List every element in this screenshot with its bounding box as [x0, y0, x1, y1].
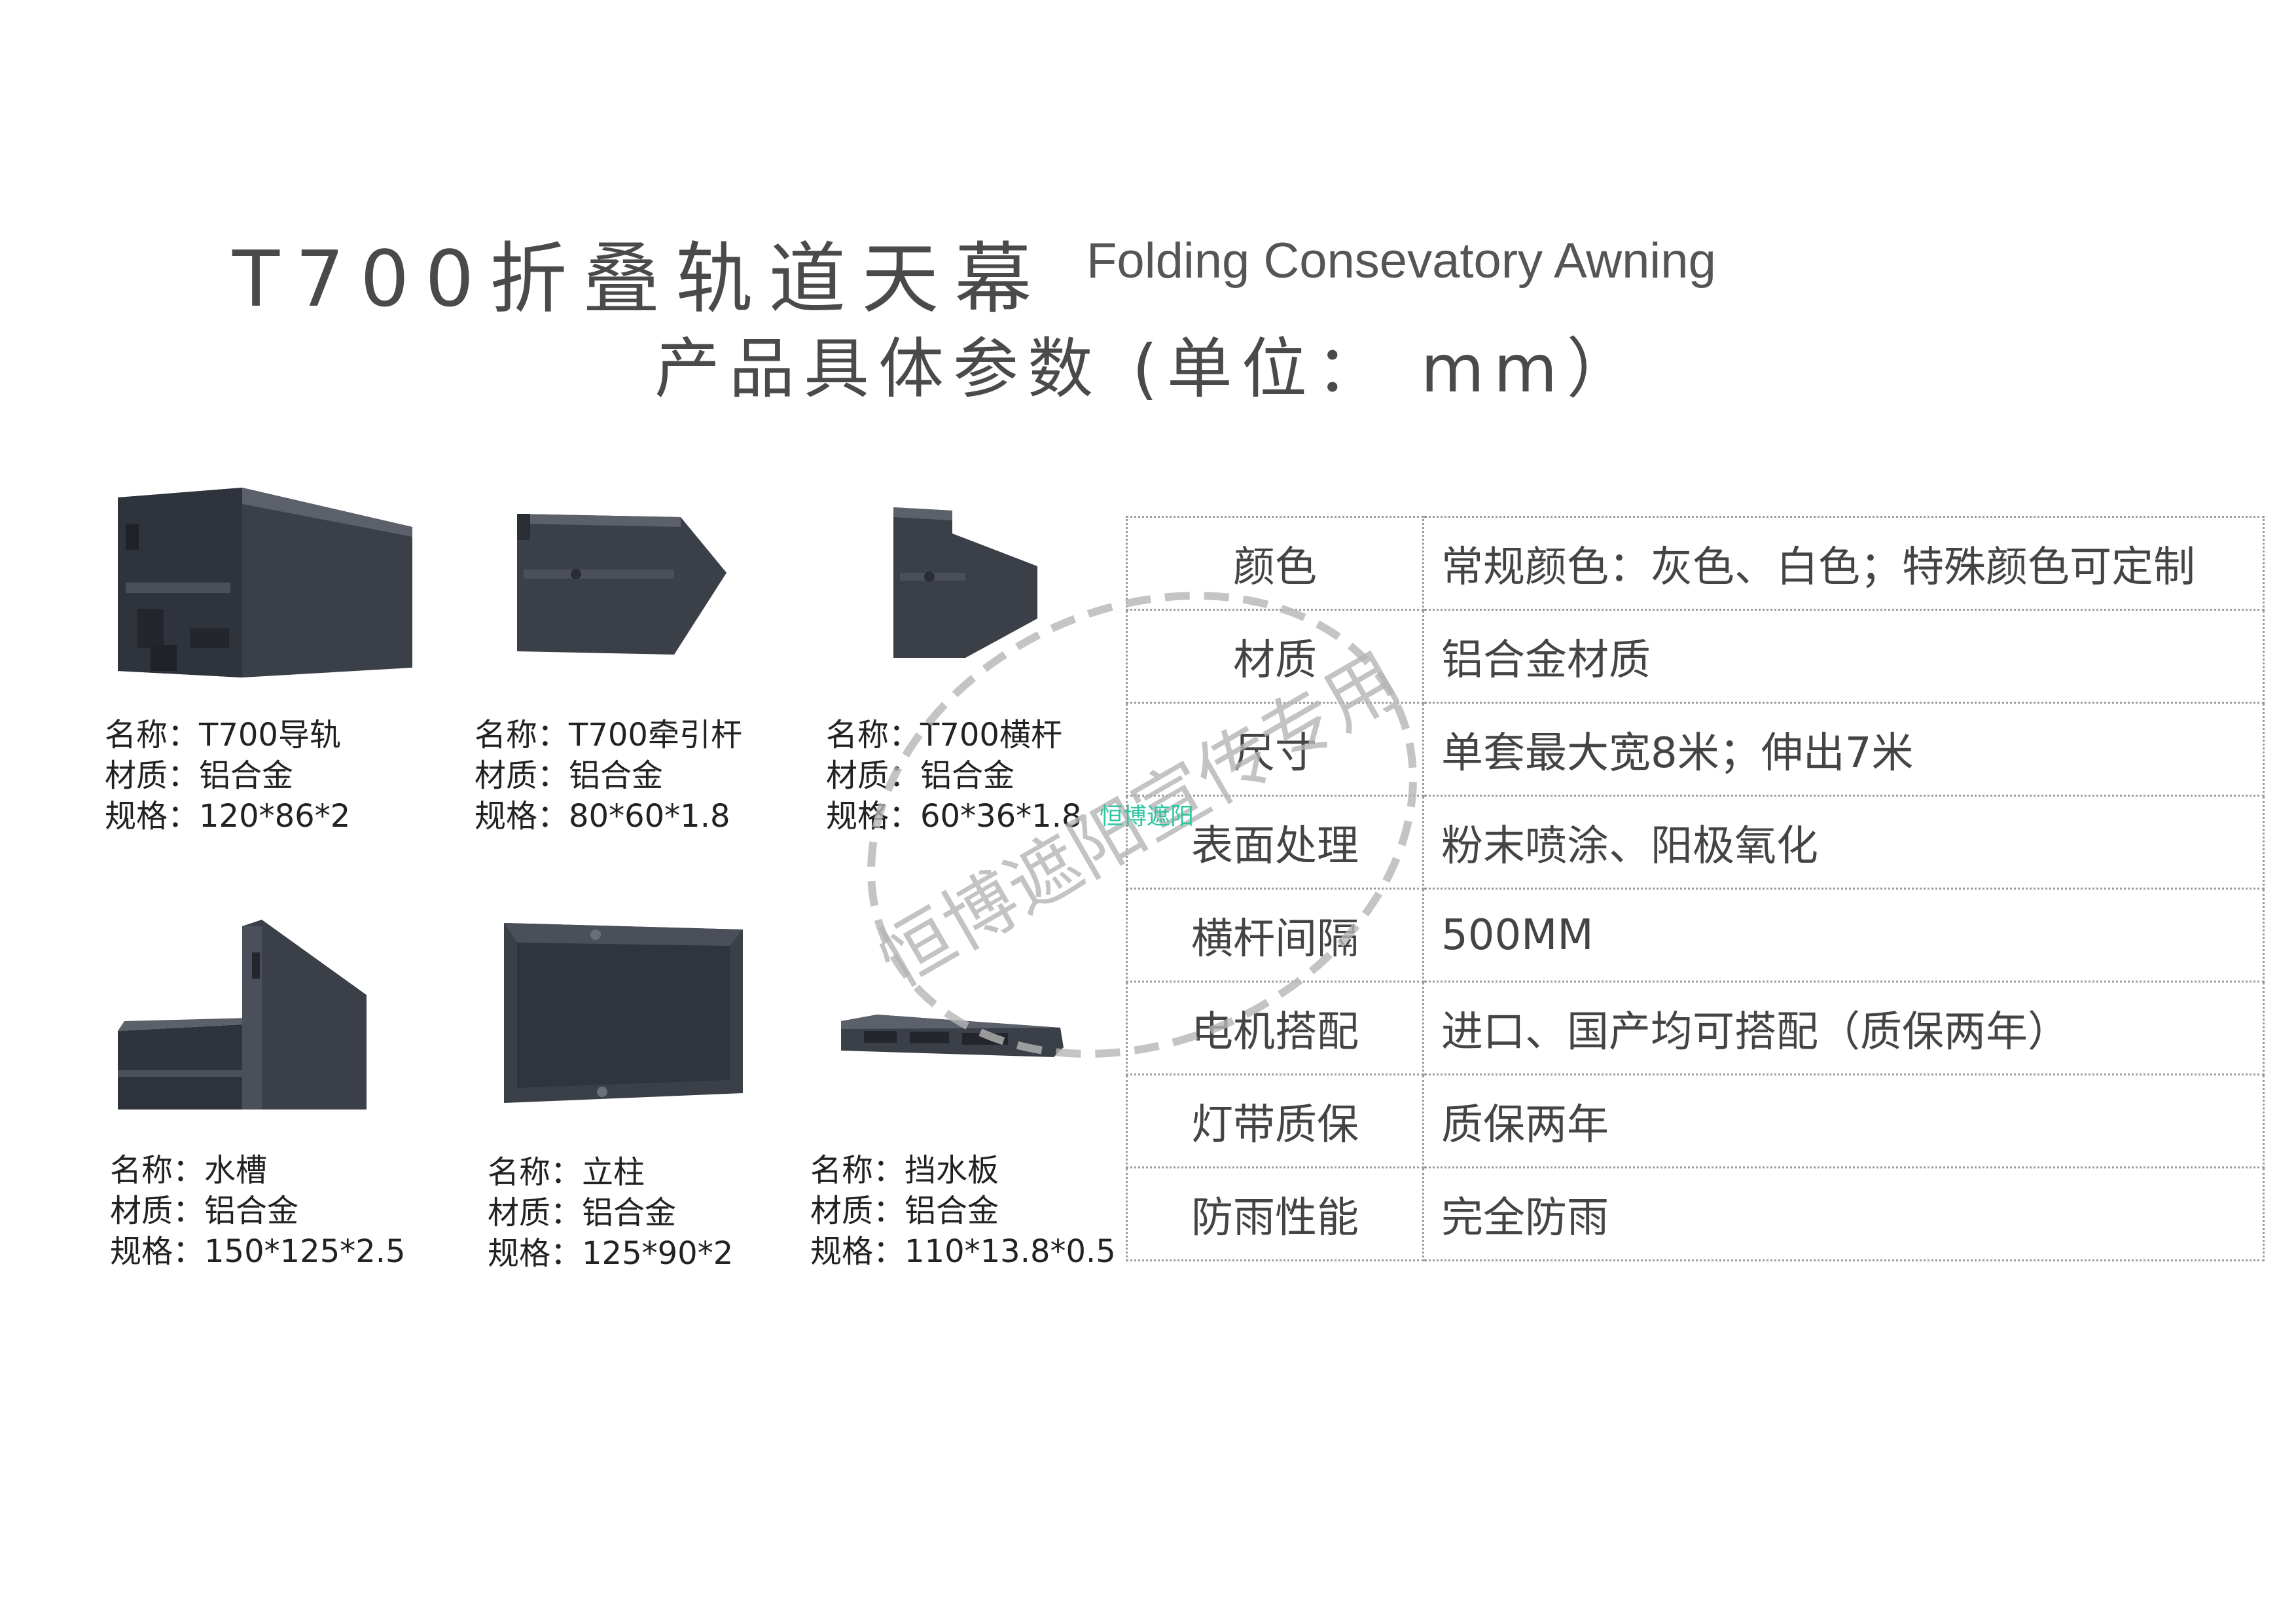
- spec-key: 防雨性能: [1126, 1166, 1424, 1261]
- watermark-badge: 恒博遮阳: [1100, 803, 1194, 830]
- spec-key: 电机搭配: [1126, 981, 1424, 1075]
- spec-value: 常规颜色：灰色、白色；特殊颜色可定制: [1422, 516, 2265, 611]
- product-material: 材质：铝合金: [105, 757, 294, 794]
- product-spec: 规格：60*36*1.8: [826, 798, 1082, 835]
- product-name: 名称：水槽: [110, 1152, 268, 1189]
- spec-value: 完全防雨: [1422, 1166, 2265, 1261]
- subtitle: 产品具体参数 (单位： mm）: [655, 331, 1641, 407]
- product-material: 材质：铝合金: [826, 757, 1015, 794]
- table-row: 灯带质保 质保两年: [1126, 1074, 2265, 1168]
- product-name: 名称：挡水板: [810, 1152, 999, 1189]
- spec-table: 颜色 常规颜色：灰色、白色；特殊颜色可定制 材质 铝合金材质 尺寸 单套最大宽8…: [1126, 516, 2265, 1261]
- product-material: 材质：铝合金: [810, 1193, 999, 1229]
- product-image-water-trough: [111, 913, 367, 1123]
- spec-key: 灯带质保: [1126, 1074, 1424, 1168]
- product-caption-column: 名称：立柱 材质：铝合金 规格：125*90*2: [488, 1152, 733, 1274]
- product-spec: 规格：120*86*2: [105, 798, 351, 835]
- title-english: Folding Consevatory Awning: [1086, 233, 1716, 289]
- product-caption-crossbar: 名称：T700横杆 材质：铝合金 规格：60*36*1.8: [826, 715, 1082, 837]
- product-material: 材质：铝合金: [110, 1193, 299, 1229]
- spec-key: 颜色: [1126, 516, 1424, 611]
- spec-value: 铝合金材质: [1422, 609, 2265, 704]
- product-spec: 规格：125*90*2: [488, 1235, 734, 1272]
- product-spec: 规格：150*125*2.5: [110, 1233, 406, 1270]
- product-image-crossbar: [880, 501, 1037, 664]
- product-image-column: [497, 916, 746, 1106]
- product-caption-water-baffle: 名称：挡水板 材质：铝合金 规格：110*13.8*0.5: [810, 1150, 1116, 1272]
- table-row: 颜色 常规颜色：灰色、白色；特殊颜色可定制: [1126, 516, 2265, 611]
- product-spec: 规格：110*13.8*0.5: [810, 1233, 1116, 1270]
- product-name: 名称：T700横杆: [826, 717, 1062, 753]
- product-caption-traction-bar: 名称：T700牵引杆 材质：铝合金 规格：80*60*1.8: [475, 715, 742, 837]
- product-image-traction-bar: [511, 501, 733, 658]
- table-row: 表面处理 粉末喷涂、阳极氧化: [1126, 795, 2265, 890]
- product-spec: 规格：80*60*1.8: [475, 798, 730, 835]
- table-row: 尺寸 单套最大宽8米；伸出7米: [1126, 702, 2265, 797]
- product-name: 名称：立柱: [488, 1154, 645, 1191]
- table-row: 防雨性能 完全防雨: [1126, 1166, 2265, 1261]
- spec-value: 粉末喷涂、阳极氧化: [1422, 795, 2265, 890]
- product-material: 材质：铝合金: [475, 757, 664, 794]
- table-row: 电机搭配 进口、国产均可搭配（质保两年）: [1126, 981, 2265, 1075]
- product-image-water-baffle: [838, 1008, 1067, 1067]
- product-image-guide-rail: [111, 484, 419, 687]
- product-material: 材质：铝合金: [488, 1195, 677, 1231]
- spec-value: 500MM: [1422, 888, 2265, 983]
- product-name: 名称：T700牵引杆: [475, 717, 742, 753]
- title-chinese: T700折叠轨道天幕: [232, 234, 1048, 324]
- spec-key: 横杆间隔: [1126, 888, 1424, 983]
- table-row: 材质 铝合金材质: [1126, 609, 2265, 704]
- spec-value: 单套最大宽8米；伸出7米: [1422, 702, 2265, 797]
- spec-key: 材质: [1126, 609, 1424, 704]
- spec-key: 尺寸: [1126, 702, 1424, 797]
- product-caption-water-trough: 名称：水槽 材质：铝合金 规格：150*125*2.5: [110, 1150, 406, 1272]
- product-name: 名称：T700导轨: [105, 717, 341, 753]
- spec-value: 进口、国产均可搭配（质保两年）: [1422, 981, 2265, 1075]
- spec-value: 质保两年: [1422, 1074, 2265, 1168]
- table-row: 横杆间隔 500MM: [1126, 888, 2265, 983]
- product-caption-guide-rail: 名称：T700导轨 材质：铝合金 规格：120*86*2: [105, 715, 350, 837]
